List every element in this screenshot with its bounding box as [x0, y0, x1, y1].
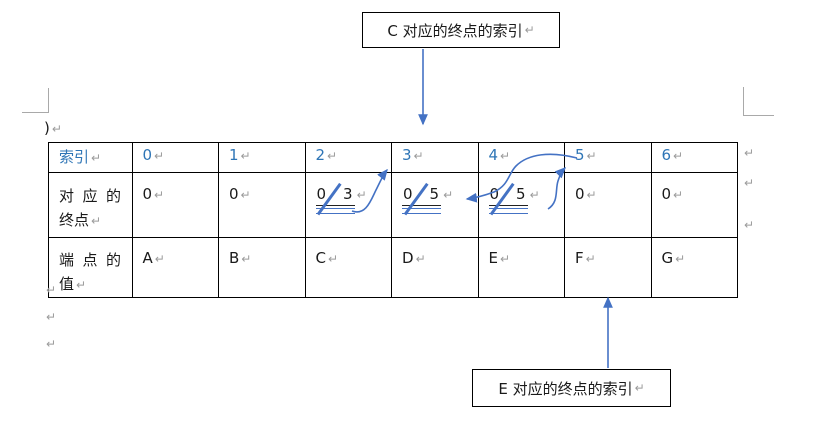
cell-value-G[interactable]: G↵ [650, 237, 738, 298]
empty-paragraph-mark[interactable]: ↵ [46, 310, 57, 324]
cell-value-E[interactable]: E↵ [477, 237, 565, 298]
callout-c-endpoint-index[interactable]: C 对应的终点的索引↵ [362, 12, 560, 48]
struck-old-value: 0 [316, 185, 327, 203]
table-row-values: 端点的 值↵ A↵ B↵ C↵ D↵ E↵ F↵ G↵ [48, 237, 738, 298]
cell-endpoint-5[interactable]: 0↵ [564, 172, 652, 238]
paragraph-mark: ↵ [524, 23, 535, 37]
table-row-index: 索引↵ 0↵ 1↵ 2↵ 3↵ 4↵ 5↵ 6↵ [48, 142, 738, 173]
cell-endpoints-label[interactable]: 对应的 终点↵ [48, 172, 133, 238]
endpoint-index-table: 索引↵ 0↵ 1↵ 2↵ 3↵ 4↵ 5↵ 6↵ 对应的 终点↵ 0↵ 0↵ 0… [48, 142, 738, 298]
new-value: 3 [343, 185, 353, 203]
cell-index-0[interactable]: 0↵ [131, 142, 219, 173]
cell-index-3[interactable]: 3↵ [391, 142, 479, 173]
end-of-row-mark: ↵ [744, 176, 755, 190]
cell-value-D[interactable]: D↵ [391, 237, 479, 298]
crop-mark-right-horizontal [743, 115, 774, 116]
new-value: 5 [429, 185, 440, 203]
crop-mark-left-vertical [48, 88, 49, 113]
callout-e-endpoint-index[interactable]: E 对应的终点的索引↵ [472, 369, 671, 407]
struck-old-value: 0 [489, 185, 500, 203]
callout-bottom-label: E 对应的终点的索引 [498, 379, 633, 398]
callout-top-label: C 对应的终点的索引 [387, 21, 523, 40]
pre-table-text-line[interactable]: )↵ [44, 119, 62, 137]
end-of-row-mark: ↵ [744, 218, 755, 232]
cell-value-F[interactable]: F↵ [564, 237, 652, 298]
paren-text: ) [44, 119, 50, 137]
crop-mark-left-horizontal [22, 112, 49, 113]
cell-index-1[interactable]: 1↵ [218, 142, 306, 173]
new-value: 5 [516, 185, 526, 203]
cell-header-label[interactable]: 索引↵ [48, 142, 133, 173]
cell-index-4[interactable]: 4↵ [477, 142, 565, 173]
empty-paragraph-mark[interactable]: ↵ [46, 283, 57, 297]
cell-index-2[interactable]: 2↵ [304, 142, 392, 173]
cell-endpoint-6[interactable]: 0↵ [650, 172, 738, 238]
cell-endpoint-0[interactable]: 0↵ [131, 172, 219, 238]
crop-mark-right-vertical [743, 87, 744, 116]
cell-endpoint-1[interactable]: 0↵ [218, 172, 306, 238]
end-of-row-mark: ↵ [744, 146, 755, 160]
cell-values-label[interactable]: 端点的 值↵ [48, 237, 133, 298]
cell-value-B[interactable]: B↵ [218, 237, 306, 298]
paragraph-mark: ↵ [634, 381, 645, 395]
paragraph-mark: ↵ [51, 122, 62, 136]
cell-value-C[interactable]: C↵ [304, 237, 392, 298]
cell-value-A[interactable]: A↵ [131, 237, 219, 298]
cell-index-6[interactable]: 6↵ [650, 142, 738, 173]
cell-index-5[interactable]: 5↵ [564, 142, 652, 173]
empty-paragraph-mark[interactable]: ↵ [46, 337, 57, 351]
struck-old-value: 0 [403, 185, 413, 203]
